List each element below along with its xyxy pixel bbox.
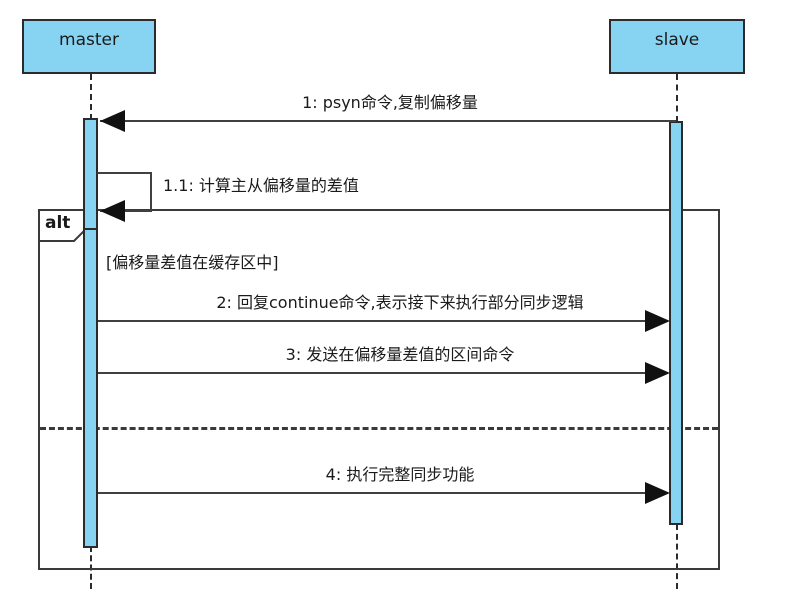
- message-label-4: 4: 执行完整同步功能: [325, 465, 475, 484]
- participant-box-master[interactable]: master: [22, 19, 156, 74]
- message-label-1: 1: psyn命令,复制偏移量: [302, 93, 478, 112]
- alt-fragment-divider: [40, 427, 718, 430]
- message-arrowhead-4: [645, 482, 670, 504]
- message-line-1[interactable]: [100, 120, 676, 122]
- alt-fragment-guard: [偏移量差值在缓存区中]: [106, 253, 279, 272]
- activation-master-1: [83, 118, 98, 230]
- message-arrowhead-3: [645, 362, 670, 384]
- activation-master-2: [83, 228, 98, 548]
- message-line-1-1-side: [150, 172, 152, 212]
- alt-fragment-operator: alt: [45, 213, 71, 233]
- message-line-1-1-bottom[interactable]: [100, 210, 152, 212]
- message-label-1-1: 1.1: 计算主从偏移量的差值: [163, 176, 359, 195]
- participant-box-slave[interactable]: slave: [609, 19, 745, 74]
- alt-fragment-tab: [38, 209, 84, 239]
- message-arrowhead-1: [100, 110, 125, 132]
- lifeline-slave-bottom: [676, 524, 678, 589]
- activation-slave-1: [669, 121, 683, 525]
- message-arrowhead-1-1: [100, 200, 125, 222]
- participant-label-slave: slave: [654, 30, 700, 50]
- message-line-3[interactable]: [98, 372, 646, 374]
- message-arrowhead-2: [645, 310, 670, 332]
- alt-fragment-frame: [38, 209, 720, 570]
- message-line-1-1-top[interactable]: [97, 172, 152, 174]
- lifeline-slave-top: [676, 74, 678, 122]
- lifeline-master-bottom: [90, 546, 92, 589]
- message-label-2: 2: 回复continue命令,表示接下来执行部分同步逻辑: [216, 293, 584, 312]
- message-line-4[interactable]: [98, 492, 646, 494]
- lifeline-master-top: [90, 74, 92, 120]
- message-line-2[interactable]: [98, 320, 646, 322]
- message-label-3: 3: 发送在偏移量差值的区间命令: [285, 345, 515, 364]
- participant-label-master: master: [59, 30, 119, 50]
